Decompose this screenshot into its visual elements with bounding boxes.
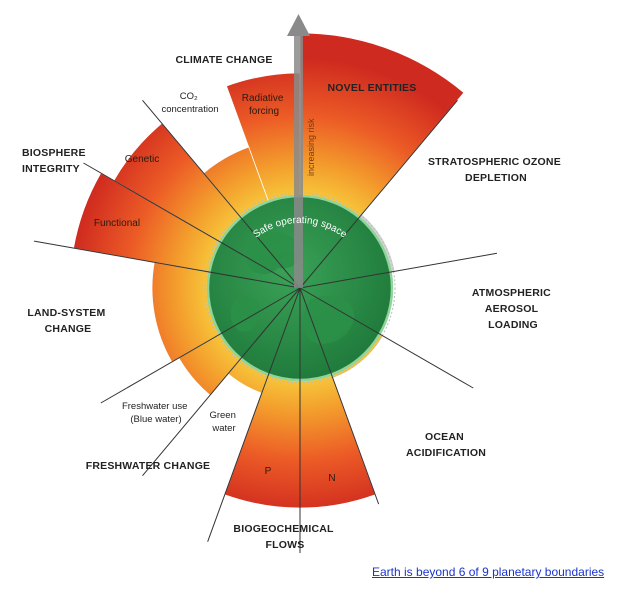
novel-entities-label: NOVEL ENTITIES [328,82,417,94]
phosphorus-label: P [265,466,272,477]
biosphere-integrity-label: BIOSPHERE INTEGRITY [22,147,89,175]
radiative-forcing-label: Radiative forcing [242,93,286,117]
stratospheric-ozone-label: STRATOSPHERIC OZONE DEPLETION [428,156,564,184]
divider-line [299,252,498,289]
increasing-risk-label: increasing risk [306,118,316,176]
increasing-risk-arrow [287,14,310,288]
genetic-label: Genetic [125,154,159,165]
category-dividers [34,99,498,553]
divider-line [299,287,380,505]
divider-line [34,240,301,289]
ocean-acidification-label: OCEAN ACIDIFICATION [406,431,486,459]
divider-line [299,99,458,289]
nitrogen-label: N [328,473,335,484]
planetary-boundaries-diagram: increasing risk Safe operating space CLI… [22,14,564,553]
functional-label: Functional [94,218,140,229]
freshwater-change-label: FRESHWATER CHANGE [86,460,211,472]
atmospheric-aerosol-label: ATMOSPHERIC AEROSOL LOADING [472,287,554,331]
divider-line [83,162,301,289]
freshwater-blue-water-label: Freshwater use (Blue water) [122,401,190,425]
divider-line [207,287,301,542]
green-water-label: Green water [209,410,238,434]
divider-line [142,99,301,289]
divider-line [299,287,474,389]
co2-concentration-label: CO₂ concentration [161,91,218,115]
land-system-change-label: LAND-SYSTEM CHANGE [27,307,108,335]
divider-line [142,287,301,477]
biogeochemical-flows-label: BIOGEOCHEMICAL FLOWS [233,523,336,551]
climate-change-label: CLIMATE CHANGE [175,54,272,66]
planetary-boundaries-link[interactable]: Earth is beyond 6 of 9 planetary boundar… [372,565,605,579]
divider-line [100,287,301,404]
